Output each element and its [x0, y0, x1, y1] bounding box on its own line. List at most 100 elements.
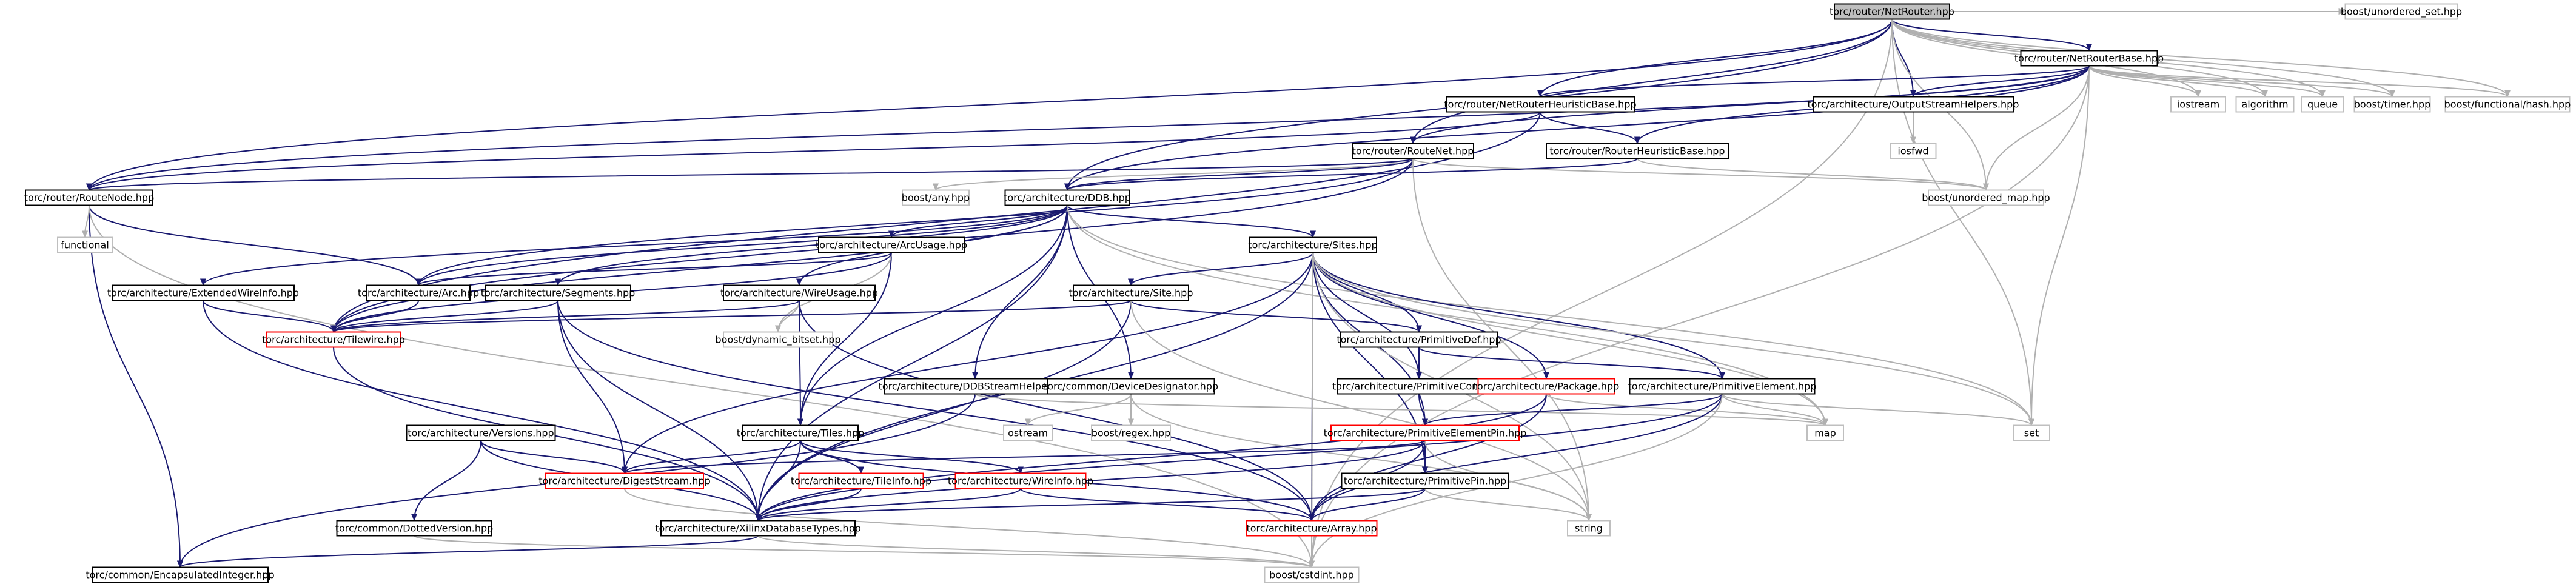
node-functional[interactable]: functional — [57, 236, 113, 253]
edge-sites-to-cstdint — [1309, 252, 1315, 568]
edge-routenet-to-boostany — [933, 158, 1414, 191]
node-primpin[interactable]: torc/architecture/PrimitivePin.hpp — [1341, 472, 1509, 489]
node-array[interactable]: torc/architecture/Array.hpp — [1246, 520, 1378, 537]
edge-routenode-to-cstdint — [89, 205, 1315, 568]
node-ostream[interactable]: ostream — [1003, 424, 1053, 441]
node-box — [2013, 424, 2050, 441]
node-box — [1003, 424, 1053, 441]
node-algorithm[interactable]: algorithm — [2235, 96, 2295, 113]
node-versions[interactable]: torc/architecture/Versions.hpp — [406, 424, 556, 441]
node-devdesig[interactable]: torc/common/DeviceDesignator.hpp — [1044, 378, 1218, 395]
node-router[interactable]: torc/router/NetRouter.hpp — [1830, 3, 1954, 20]
edge-netrouterbase-to-iostream — [2088, 65, 2201, 98]
node-set[interactable]: set — [2013, 424, 2050, 441]
node-timer[interactable]: boost/timer.hpp — [2353, 96, 2431, 113]
node-primdef[interactable]: torc/architecture/PrimitiveDef.hpp — [1337, 331, 1501, 348]
node-primconn[interactable]: torc/architecture/PrimitiveConn.hpp — [1332, 378, 1506, 395]
node-functionalhash[interactable]: boost/functional/hash.hpp — [2444, 96, 2571, 113]
edge-extwire-to-tilewire — [203, 300, 337, 333]
node-label: boost/regex.hpp — [1092, 428, 1171, 439]
node-primelempin[interactable]: torc/architecture/PrimitiveElementPin.hp… — [1324, 424, 1527, 441]
node-unordered_map[interactable]: boost/unordered_map.hpp — [1922, 189, 2050, 206]
node-label: torc/router/RouteNode.hpp — [24, 192, 154, 204]
node-wireinfo[interactable]: torc/architecture/WireInfo.hpp — [948, 472, 1093, 489]
edge-router-to-routenet — [1410, 19, 1893, 144]
node-ddbstream[interactable]: torc/architecture/DDBStreamHelper.hpp — [879, 378, 1072, 395]
node-dynbitset[interactable]: boost/dynamic_bitset.hpp — [716, 331, 841, 348]
node-outstream[interactable]: torc/architecture/OutputStreamHelpers.hp… — [1808, 96, 2019, 113]
node-heurbase[interactable]: torc/router/NetRouterHeuristicBase.hpp — [1444, 96, 1637, 113]
node-label: torc/architecture/Sites.hpp — [1248, 240, 1377, 251]
node-label: set — [2024, 428, 2039, 439]
edge-ddb-to-segments — [555, 205, 1068, 286]
node-iostream[interactable]: iostream — [2170, 96, 2226, 113]
node-label: ostream — [1008, 428, 1048, 439]
node-string[interactable]: string — [1567, 520, 1611, 537]
node-boostany[interactable]: boost/any.hpp — [902, 189, 970, 206]
node-arcusage[interactable]: torc/architecture/ArcUsage.hpp — [816, 236, 967, 253]
node-map[interactable]: map — [1806, 424, 1844, 441]
node-box — [660, 520, 856, 537]
node-digest[interactable]: torc/architecture/DigestStream.hpp — [538, 472, 711, 489]
node-dotted[interactable]: torc/common/DottedVersion.hpp — [335, 520, 494, 537]
node-routerheur[interactable]: torc/router/RouterHeuristicBase.hpp — [1546, 143, 1729, 159]
node-routenode[interactable]: torc/router/RouteNode.hpp — [24, 189, 154, 206]
node-package[interactable]: torc/architecture/Package.hpp — [1474, 378, 1620, 395]
node-box — [1091, 424, 1171, 441]
edge-primpin-to-array — [1309, 488, 1426, 522]
node-box — [1629, 378, 1816, 395]
node-ddb[interactable]: torc/architecture/DDB.hpp — [1004, 189, 1131, 206]
node-segments[interactable]: torc/architecture/Segments.hpp — [481, 284, 636, 301]
node-label: iostream — [2177, 99, 2219, 110]
node-site[interactable]: torc/architecture/Site.hpp — [1069, 284, 1193, 301]
edge-primelempin-to-digest — [622, 440, 1426, 474]
node-netrouterbase[interactable]: torc/router/NetRouterBase.hpp — [2014, 50, 2164, 67]
node-regex[interactable]: boost/regex.hpp — [1091, 424, 1171, 441]
node-label: torc/architecture/ExtendedWireInfo.hpp — [107, 287, 299, 299]
node-label: torc/router/RouteNet.hpp — [1352, 146, 1474, 157]
node-cstdint[interactable]: boost/cstdint.hpp — [1264, 566, 1360, 583]
node-label: torc/architecture/DDB.hpp — [1004, 192, 1131, 204]
edge-netrouterbase-to-unordered_map — [1983, 65, 2090, 191]
edge-tileinfo-to-xdbtypes — [755, 488, 862, 522]
edge-routenode-to-functional — [82, 205, 90, 238]
edge-site-to-primdef — [1130, 300, 1422, 333]
node-box — [742, 424, 859, 441]
node-tilewire[interactable]: torc/architecture/Tilewire.hpp — [262, 331, 405, 348]
node-xdbtypes[interactable]: torc/architecture/XilinxDatabaseTypes.hp… — [655, 520, 861, 537]
node-box — [1340, 331, 1498, 348]
edge-segments-to-digest — [557, 300, 628, 474]
node-tiles[interactable]: torc/architecture/Tiles.hpp — [737, 424, 865, 441]
edge-site-to-string — [1130, 300, 1592, 522]
node-encint[interactable]: torc/common/EncapsulatedInteger.hpp — [86, 566, 275, 583]
edge-segments-to-tilewire — [330, 300, 558, 333]
edge-wireusage-to-dynbitset — [775, 300, 800, 333]
edge-ddb-to-tiles — [797, 205, 1068, 426]
node-tileinfo[interactable]: torc/architecture/TileInfo.hpp — [791, 472, 931, 489]
edge-sites-to-primdef — [1312, 252, 1422, 333]
node-box — [112, 284, 295, 301]
node-box — [818, 236, 965, 253]
node-unordered_set[interactable]: boost/unordered_set.hpp — [2341, 3, 2462, 20]
edge-router-to-netrouterbase — [1891, 19, 2092, 52]
node-wireusage[interactable]: torc/architecture/WireUsage.hpp — [720, 284, 878, 301]
edge-routerheur-to-unordered_map — [1637, 158, 1989, 191]
node-routenet[interactable]: torc/router/RouteNet.hpp — [1352, 143, 1474, 159]
node-extwire[interactable]: torc/architecture/ExtendedWireInfo.hpp — [107, 284, 299, 301]
node-box — [1806, 424, 1844, 441]
node-label: torc/architecture/Arc.hpp — [358, 287, 479, 299]
dependency-nodes: torc/router/NetRouter.hpp boost/unordered… — [24, 3, 2571, 583]
node-label: boost/functional/hash.hpp — [2444, 99, 2571, 110]
node-primelem[interactable]: torc/architecture/PrimitiveElement.hpp — [1628, 378, 1817, 395]
node-box — [1546, 143, 1729, 159]
node-box — [1352, 143, 1474, 159]
edge-netrouterbase-to-functionalhash — [2088, 65, 2511, 98]
node-iosfwd[interactable]: iosfwd — [1890, 143, 1937, 159]
node-sites[interactable]: torc/architecture/Sites.hpp — [1248, 236, 1378, 253]
edge-netrouterbase-to-cstdint — [1309, 65, 2090, 568]
node-label: torc/architecture/WireInfo.hpp — [948, 475, 1093, 487]
node-box — [1567, 520, 1611, 537]
node-box — [1246, 520, 1378, 537]
node-queue[interactable]: queue — [2301, 96, 2344, 113]
node-arc[interactable]: torc/architecture/Arc.hpp — [358, 284, 479, 301]
